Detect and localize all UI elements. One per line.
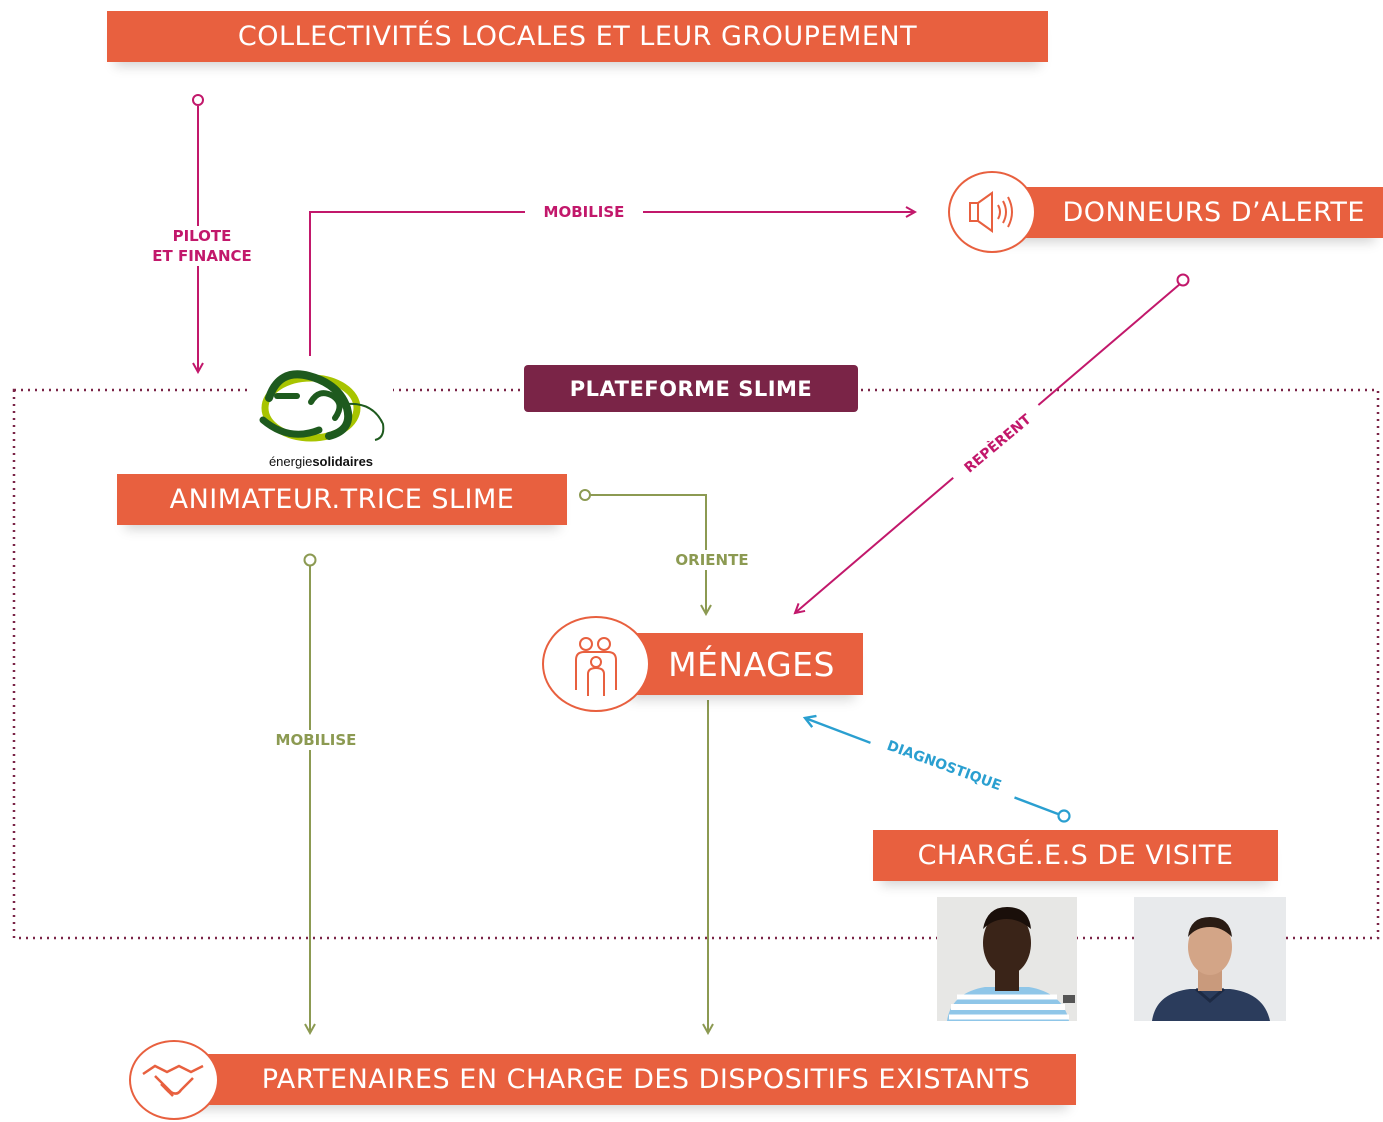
handshake-icon [142, 1064, 204, 1097]
pilote-label-line2: ET FINANCE [152, 247, 252, 265]
family-icon [575, 637, 617, 696]
plateforme-label: PLATEFORME SLIME [569, 376, 813, 401]
platform-frame [12, 388, 1380, 940]
mobilise-top-arrow [309, 212, 915, 356]
logo-text: énergiesolidaires [249, 454, 393, 469]
logo-text-bold: solidaires [312, 454, 374, 469]
charges-label: CHARGÉ.E.S DE VISITE [917, 840, 1234, 871]
collectivites-label: COLLECTIVITÉS LOCALES ET LEUR GROUPEMENT [237, 21, 918, 52]
oriente-arrow [590, 494, 706, 614]
visitor-photo-1 [937, 897, 1077, 1021]
partenaires-icon-circle [129, 1040, 219, 1120]
oriente-label: ORIENTE [656, 550, 768, 570]
donneurs-icon-circle [948, 171, 1036, 253]
charges-box: CHARGÉ.E.S DE VISITE [873, 830, 1278, 881]
mobilise-left-label: MOBILISE [258, 730, 374, 750]
logo-mark [259, 370, 385, 442]
partenaires-box: PARTENAIRES EN CHARGE DES DISPOSITIFS EX… [176, 1054, 1076, 1105]
pilote-label: PILOTE ET FINANCE [138, 226, 266, 266]
menages-icon-circle [542, 616, 650, 712]
collectivites-box: COLLECTIVITÉS LOCALES ET LEUR GROUPEMENT [107, 11, 1048, 62]
donneurs-label: DONNEURS D’ALERTE [1062, 197, 1365, 228]
donneurs-box: DONNEURS D’ALERTE [990, 187, 1383, 238]
mobilise-top-label: MOBILISE [525, 202, 643, 222]
animateur-box: ANIMATEUR.TRICE SLIME [117, 474, 567, 525]
energie-solidaires-logo: énergiesolidaires [249, 358, 393, 474]
partenaires-label: PARTENAIRES EN CHARGE DES DISPOSITIFS EX… [261, 1064, 1031, 1095]
menages-box: MÉNAGES [620, 633, 863, 695]
pilote-label-line1: PILOTE [172, 227, 232, 245]
visitor-photo-2 [1134, 897, 1286, 1021]
animateur-label: ANIMATEUR.TRICE SLIME [169, 484, 515, 515]
menages-label: MÉNAGES [668, 644, 835, 684]
logo-text-light: énergie [268, 454, 313, 469]
plateforme-badge: PLATEFORME SLIME [524, 365, 858, 412]
speaker-icon [969, 191, 1013, 233]
